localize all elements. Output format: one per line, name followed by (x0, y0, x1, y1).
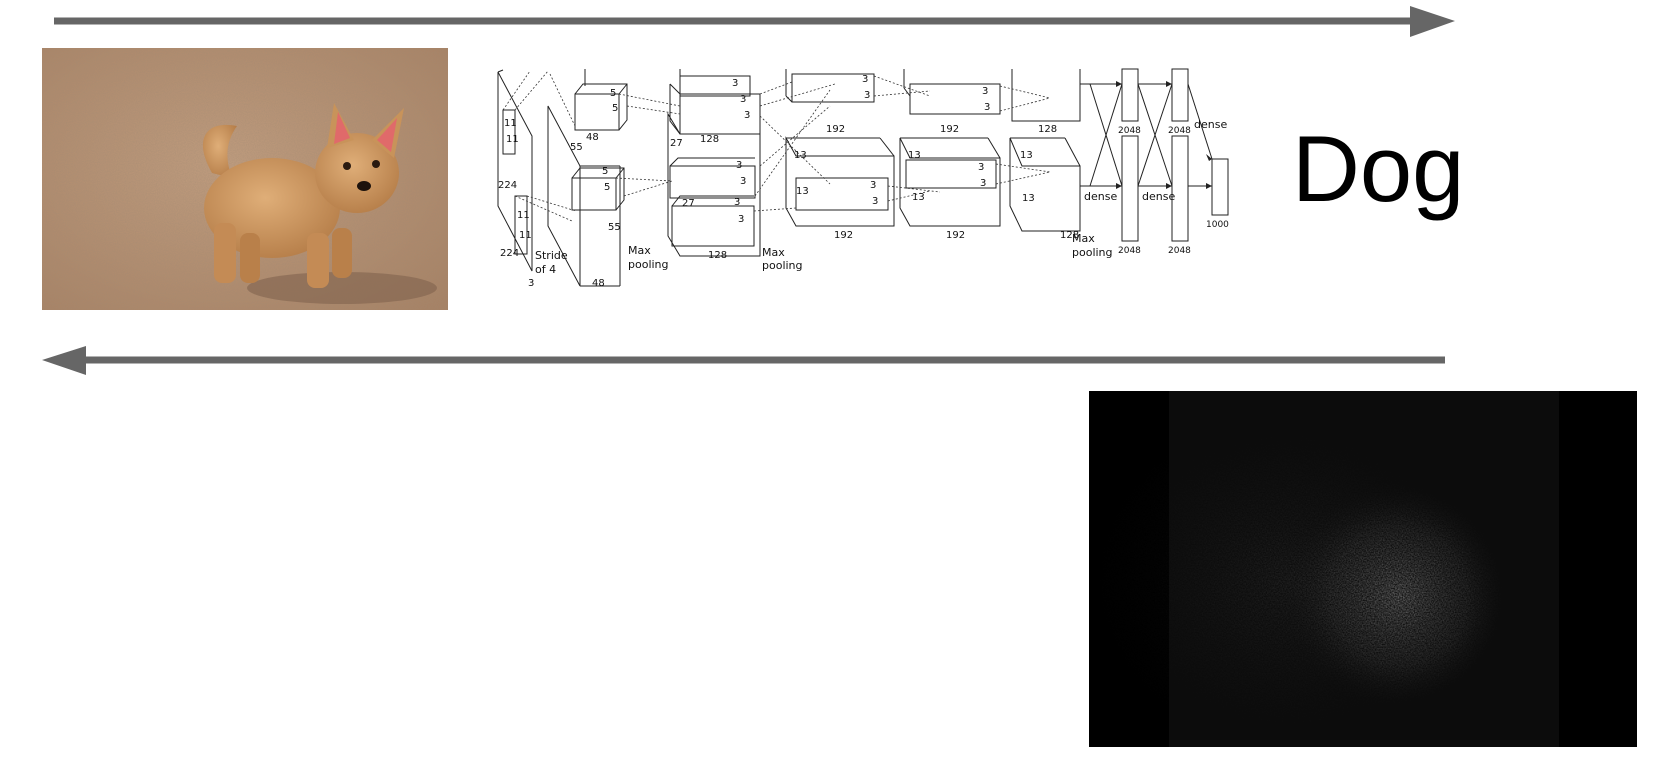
conv3-depth-label-2: 192 (834, 230, 853, 241)
conv5-size-label: 13 (1020, 150, 1033, 161)
conv4-kernel-label: 3 (982, 86, 988, 97)
input-depth-label: 3 (528, 278, 534, 289)
conv2-kernel-label-7: 3 (738, 214, 744, 225)
fc1-lower (1122, 136, 1138, 241)
prediction-label: Dog (1292, 122, 1464, 216)
conv1-kernel-label-2: 5 (612, 103, 618, 114)
conv5-size-label-2: 13 (1022, 193, 1035, 204)
dense-label-2: dense (1142, 190, 1175, 203)
conv1-size-label: 55 (570, 142, 583, 153)
conv3-kernel-label-2: 3 (864, 90, 870, 101)
conv1-depth-label-2: 48 (592, 278, 605, 289)
fc2-lower (1172, 136, 1188, 241)
input-dog-photo (42, 48, 448, 310)
pool3-label-2: pooling (1072, 246, 1113, 259)
backward-arrow-icon (30, 345, 1460, 381)
conv2-kernel-label-3: 3 (744, 110, 750, 121)
fc2-upper (1172, 69, 1188, 121)
input-kernel-label: 11 (504, 118, 517, 129)
pool1-label-2: pooling (628, 258, 669, 271)
stride-label-1: Stride (535, 249, 568, 262)
conv2-kernel-label-6: 3 (734, 197, 740, 208)
conv2-kernel-label-5: 3 (740, 176, 746, 187)
conv4-kernel-label-3: 3 (978, 162, 984, 173)
conv1-kernel-label: 5 (610, 88, 616, 99)
conv1-kernel-label-4: 5 (604, 182, 610, 193)
conv2-size-label: 27 (670, 138, 683, 149)
conv4-size-label-2: 13 (912, 192, 925, 203)
saliency-map (1089, 391, 1637, 747)
conv4-kernel-label-4: 3 (980, 178, 986, 189)
pool1-label-1: Max (628, 244, 651, 257)
conv3-depth-label: 192 (826, 124, 845, 135)
conv2-depth-label: 128 (700, 134, 719, 145)
conv4-depth-label-2: 192 (946, 230, 965, 241)
dense-label-1: dense (1084, 190, 1117, 203)
pool2-label-1: Max (762, 246, 785, 259)
conv2-depth-label-2: 128 (708, 250, 727, 261)
pool2-label-2: pooling (762, 259, 803, 272)
conv5-depth-label: 128 (1038, 124, 1057, 135)
output-size-label: 1000 (1206, 220, 1229, 230)
conv4-size-label: 13 (908, 150, 921, 161)
input-kernel-label-3: 11 (517, 210, 530, 221)
fc2-size-label: 2048 (1168, 126, 1191, 136)
conv3-size-label: 13 (794, 150, 807, 161)
input-kernel-label-4: 11 (519, 230, 532, 241)
conv2-kernel-label-4: 3 (736, 160, 742, 171)
conv3-kernel-label: 3 (862, 74, 868, 85)
conv1-depth-label: 48 (586, 132, 599, 143)
output-layer (1212, 159, 1228, 215)
cnn-architecture-diagram: 11 11 11 11 224 224 3 Stride of 4 55 55 … (490, 66, 1265, 316)
fc1-size-label: 2048 (1118, 126, 1141, 136)
input-kernel-label-2: 11 (506, 134, 519, 145)
conv1-size-label-2: 55 (608, 222, 621, 233)
input-size-label: 224 (498, 180, 517, 191)
input-size-label-2: 224 (500, 248, 519, 259)
pool3-label-1: Max (1072, 232, 1095, 245)
conv3-kernel-label-4: 3 (872, 196, 878, 207)
dense-label-3: dense (1194, 118, 1227, 131)
conv4-depth-label: 192 (940, 124, 959, 135)
forward-arrow-icon (40, 4, 1470, 44)
fc1-upper (1122, 69, 1138, 121)
conv2-kernel-label: 3 (732, 78, 738, 89)
fc1-size-label-2: 2048 (1118, 246, 1141, 256)
stride-label-2: of 4 (535, 263, 556, 276)
conv2-kernel-label-2: 3 (740, 94, 746, 105)
conv2-size-label-2: 27 (682, 198, 695, 209)
fc2-size-label-2: 2048 (1168, 246, 1191, 256)
conv4-kernel-label-2: 3 (984, 102, 990, 113)
conv3-size-label-2: 13 (796, 186, 809, 197)
conv3-kernel-label-3: 3 (870, 180, 876, 191)
conv1-kernel-label-3: 5 (602, 166, 608, 177)
